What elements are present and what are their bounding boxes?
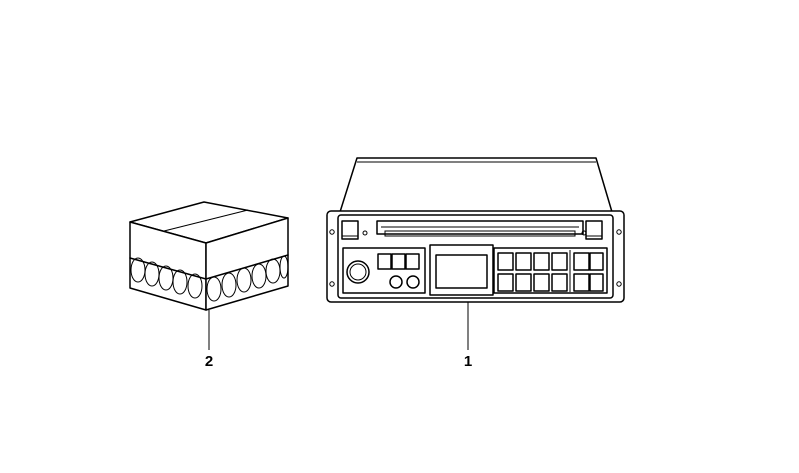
cassette-slot-lower <box>384 230 576 237</box>
volume-knob[interactable] <box>346 260 370 284</box>
preset-buttons-row-2[interactable] <box>497 273 604 292</box>
left-button-2[interactable] <box>391 253 406 270</box>
left-button-3[interactable] <box>405 253 420 270</box>
box-tape-seam <box>163 209 249 232</box>
box-right-face <box>205 217 289 311</box>
part-1-radio[interactable] <box>326 157 625 303</box>
cassette-slot <box>376 220 584 235</box>
tone-knob-2[interactable] <box>406 275 420 289</box>
preset-panel <box>493 247 608 294</box>
part-2-box[interactable] <box>129 201 289 311</box>
box-ring-band-line <box>129 254 289 280</box>
callout-1-label: 1 <box>464 353 472 370</box>
box-rings-right <box>206 255 289 302</box>
preset-buttons-row-1[interactable] <box>497 252 604 271</box>
radio-faceplate-inner <box>337 214 614 299</box>
box-rings-left <box>130 257 203 299</box>
callout-2-label: 2 <box>205 353 213 370</box>
left-button-1[interactable] <box>377 253 392 270</box>
display-bezel <box>429 244 494 296</box>
tone-knob-1[interactable] <box>389 275 403 289</box>
eject-left-button[interactable] <box>341 220 359 240</box>
display-screen <box>435 254 488 289</box>
radio-housing-top <box>339 157 613 213</box>
eject-right-button[interactable] <box>585 220 603 240</box>
left-control-panel <box>342 247 426 294</box>
